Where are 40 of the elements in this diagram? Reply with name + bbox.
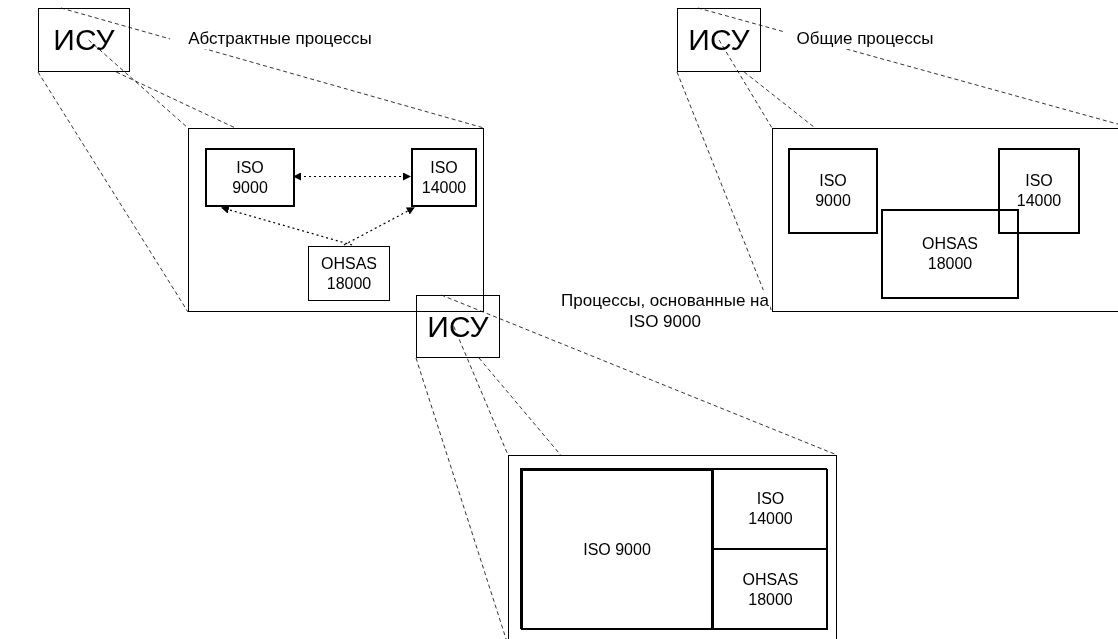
zoom-frame [188, 128, 484, 312]
process-box [416, 295, 500, 358]
process-box [998, 148, 1080, 234]
box-label: ИСУ [688, 23, 750, 57]
process-box [411, 148, 477, 207]
box-label: ISO 14000 [747, 489, 794, 529]
box-label: OHSAS 18000 [320, 253, 378, 294]
box-label: ISO 14000 [1015, 171, 1063, 211]
zoom-frame [520, 468, 827, 629]
zoom-projection-line [88, 39, 189, 129]
process-box [677, 8, 761, 72]
zoom-projection-line [115, 71, 236, 129]
zoom-projection-line [478, 357, 562, 456]
box-label: ISO 9000 [231, 157, 269, 198]
box-label: ИСУ [427, 309, 489, 344]
arrow [293, 172, 411, 181]
zoom-projection-line [60, 7, 485, 129]
zoom-projection-line [743, 71, 816, 129]
process-box [38, 8, 130, 72]
box-label: ИСУ [53, 23, 115, 57]
zoom-projection-line [718, 39, 773, 129]
box-label: OHSAS 18000 [741, 569, 800, 610]
zoom-frame [508, 455, 837, 639]
process-box [788, 148, 878, 234]
arrow [221, 205, 353, 246]
zoom-projection-line [415, 357, 509, 639]
box-label: ISO 9000 [814, 171, 852, 211]
zoom-projection-line [453, 326, 509, 456]
zoom-frame [772, 128, 1118, 312]
process-box [205, 148, 295, 207]
process-box [308, 246, 390, 301]
box-label: ISO 14000 [420, 157, 468, 198]
process-box [713, 549, 828, 630]
process-box [881, 209, 1019, 299]
process-box [713, 469, 828, 549]
box-label: ISO 9000 [583, 539, 651, 560]
process-box [521, 469, 713, 630]
box-label: OHSAS 18000 [921, 234, 979, 274]
arrow [343, 207, 415, 246]
zoom-projection-line [37, 71, 189, 313]
